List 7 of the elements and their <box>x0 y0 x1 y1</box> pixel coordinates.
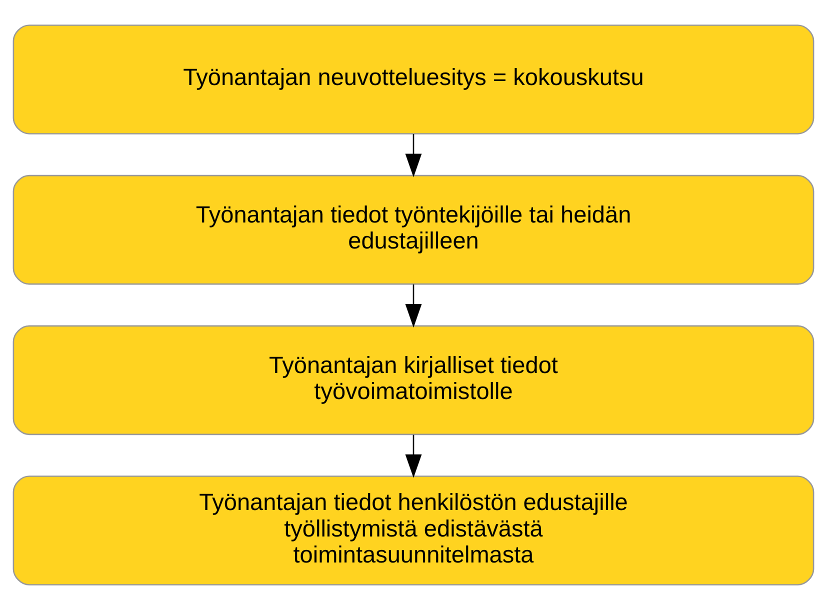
node-box: Työnantajan tiedot henkilöstön edustajille työllistymistä edistävästä toimintasuunnitelmasta <box>12 476 814 586</box>
arrow <box>405 284 422 328</box>
node-box: Työnantajan tiedot työntekijöille tai heidän edustajilleen <box>12 174 814 285</box>
node-box: Työnantajan neuvotteluesitys = kokouskutsu <box>12 24 814 134</box>
node-box: Työnantajan kirjalliset tiedot työvoimatoimistolle <box>12 325 814 436</box>
arrow <box>405 134 422 178</box>
arrow <box>405 434 422 478</box>
